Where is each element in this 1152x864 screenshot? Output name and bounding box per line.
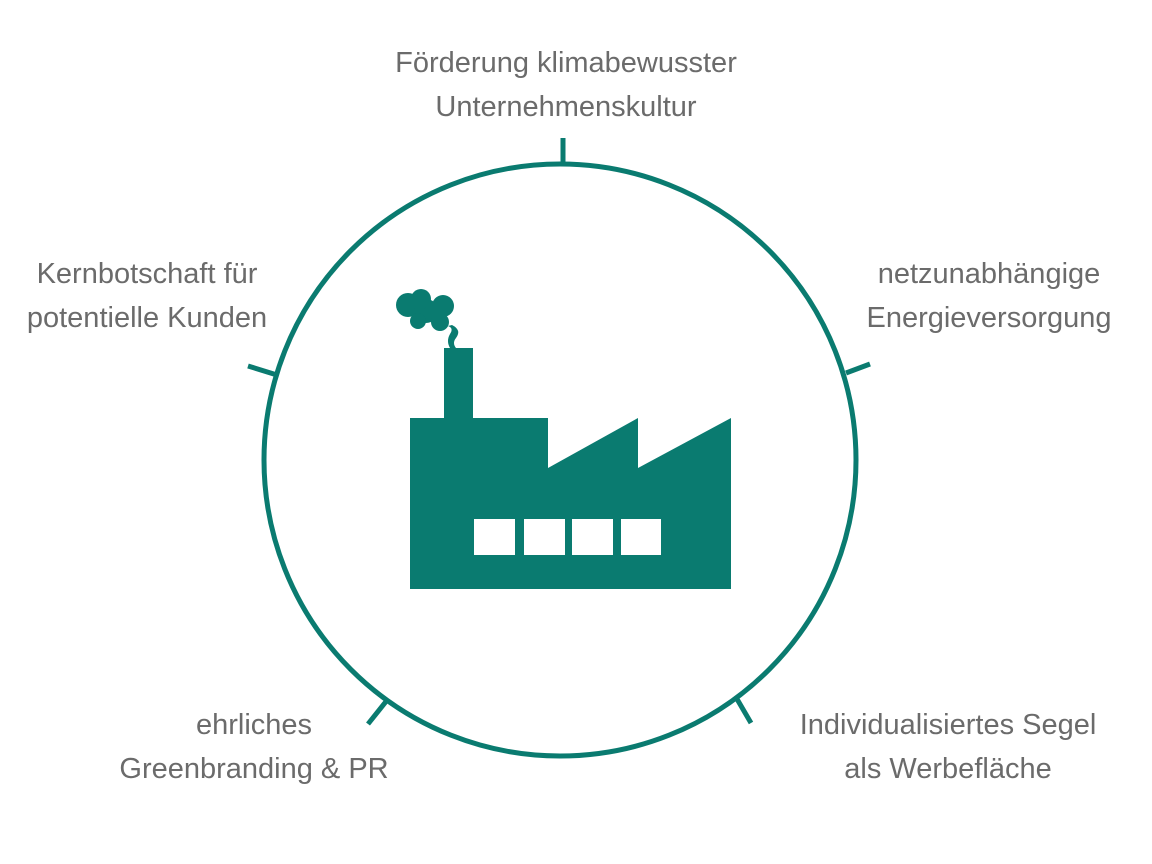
benefit-label-greenbranding: ehrliches Greenbranding & PR (119, 703, 388, 791)
benefit-label-line: netzunabhängige (877, 258, 1101, 290)
chimney (444, 348, 473, 420)
benefit-label-line: Greenbranding & PR (119, 753, 389, 785)
benefit-label-advertising-sail: Individualisiertes Segel als Werbefläche (800, 703, 1097, 791)
benefit-label-climate-culture: Förderung klimabewusster Unternehmenskul… (395, 41, 737, 129)
benefit-label-line: Individualisiertes Segel (799, 709, 1097, 741)
tick-bottom-right (734, 697, 754, 725)
factory-icon (396, 289, 731, 589)
benefit-label-line: ehrliches (195, 709, 313, 741)
benefit-label-line: Energieversorgung (866, 302, 1112, 334)
benefit-label-core-message: Kernbotschaft für potentielle Kunden (27, 252, 267, 340)
benefit-label-energy-supply: netzunabhängige Energieversorgung (866, 252, 1111, 340)
benefit-label-line: als Werbefläche (844, 753, 1052, 785)
tick-left (247, 363, 278, 378)
tick-right (845, 361, 871, 376)
tick-bottom-left (366, 697, 390, 726)
smoke-icon (396, 289, 459, 348)
factory-building (410, 418, 731, 589)
benefit-label-line: Kernbotschaft für (36, 258, 258, 290)
outer-ring (261, 161, 859, 759)
benefit-label-line: Unternehmenskultur (435, 91, 697, 123)
benefit-label-line: Förderung klimabewusster (395, 47, 737, 79)
benefit-label-line: potentielle Kunden (26, 302, 268, 334)
